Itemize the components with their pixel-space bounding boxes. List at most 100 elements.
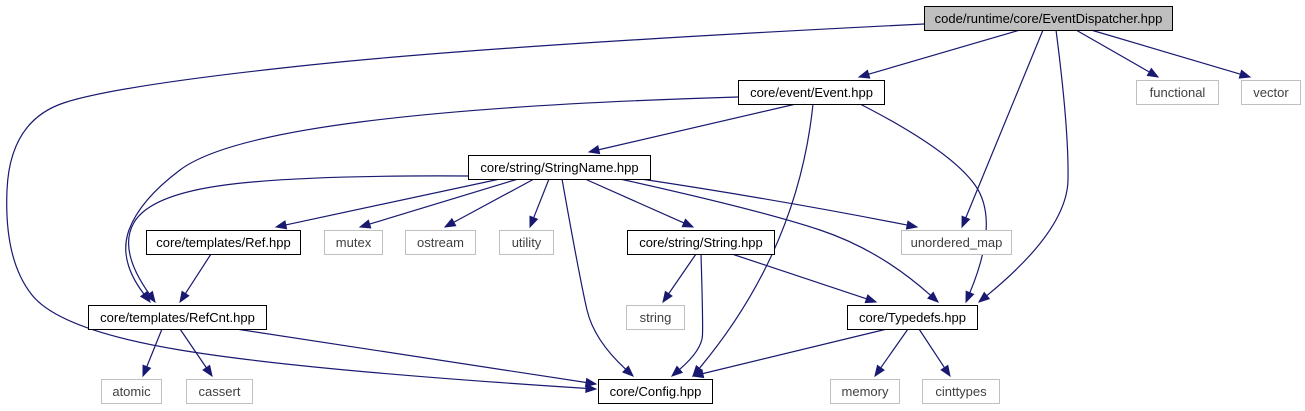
node-refcnt[interactable]: core/templates/RefCnt.hpp bbox=[88, 305, 267, 330]
edge-stringname-to-string bbox=[584, 178, 695, 228]
edge-line bbox=[918, 328, 945, 368]
edge-stringname-to-ostream bbox=[443, 178, 535, 228]
node-box bbox=[738, 80, 885, 105]
node-box bbox=[830, 379, 900, 404]
node-box bbox=[924, 6, 1173, 31]
edge-refcnt-to-cassert bbox=[179, 328, 213, 378]
node-stringname[interactable]: core/string/StringName.hpp bbox=[468, 155, 651, 180]
arrowhead-icon bbox=[443, 217, 457, 228]
nodes-layer: code/runtime/core/EventDispatcher.hpp cor… bbox=[88, 6, 1301, 404]
arrowhead-icon bbox=[145, 290, 156, 304]
edge-line bbox=[619, 178, 931, 296]
edge-stringname-to-mutex bbox=[358, 178, 519, 229]
arrowhead-icon bbox=[358, 219, 372, 229]
node-cinttypes: cinttypes bbox=[922, 379, 1000, 404]
edge-line bbox=[179, 328, 207, 369]
edge-root-to-functional bbox=[1075, 29, 1160, 78]
node-label: core/templates/Ref.hpp bbox=[156, 235, 290, 250]
node-config[interactable]: core/Config.hpp bbox=[598, 379, 713, 404]
arrowhead-icon bbox=[874, 364, 885, 378]
node-label: core/string/String.hpp bbox=[639, 235, 763, 250]
arrowhead-icon bbox=[864, 294, 878, 304]
edge-typedefs-to-memory bbox=[874, 328, 909, 378]
node-box bbox=[901, 230, 1012, 255]
edge-stringname-to-unordered_map bbox=[640, 178, 919, 230]
edge-line bbox=[731, 253, 867, 300]
edge-refcnt-to-config bbox=[235, 328, 598, 388]
edge-line bbox=[453, 178, 535, 223]
node-string[interactable]: core/string/String.hpp bbox=[627, 230, 775, 255]
edge-line bbox=[561, 178, 627, 370]
node-label: ostream bbox=[417, 235, 464, 250]
edge-root-to-event bbox=[857, 29, 1021, 79]
node-label: code/runtime/core/EventDispatcher.hpp bbox=[935, 11, 1163, 26]
node-box bbox=[101, 379, 162, 404]
arrowhead-icon bbox=[662, 290, 673, 304]
arrowhead-icon bbox=[584, 377, 598, 388]
node-box bbox=[922, 379, 1000, 404]
node-mutex: mutex bbox=[324, 230, 383, 255]
edge-stringname-to-ref bbox=[274, 178, 501, 230]
node-label: functional bbox=[1150, 85, 1206, 100]
edge-line bbox=[533, 178, 550, 218]
edge-event-to-refcnt bbox=[125, 96, 739, 304]
node-label: core/Config.hpp bbox=[610, 384, 702, 399]
node-label: cassert bbox=[199, 384, 241, 399]
node-label: core/event/Event.hpp bbox=[750, 85, 873, 100]
edge-line bbox=[184, 253, 212, 294]
edges-layer bbox=[6, 23, 1252, 394]
node-root[interactable]: code/runtime/core/EventDispatcher.hpp bbox=[924, 6, 1173, 31]
node-label: memory bbox=[842, 384, 889, 399]
edge-line bbox=[235, 328, 587, 384]
edge-string-to-typedefs bbox=[731, 253, 878, 304]
arrowhead-icon bbox=[529, 215, 539, 229]
node-memory: memory bbox=[830, 379, 900, 404]
node-functional: functional bbox=[1136, 80, 1219, 105]
arrowhead-icon bbox=[202, 364, 213, 378]
arrowhead-icon bbox=[179, 290, 190, 304]
node-unordered_map: unordered_map bbox=[901, 230, 1012, 255]
node-label: core/string/StringName.hpp bbox=[480, 160, 638, 175]
arrowhead-icon bbox=[585, 383, 598, 394]
edge-refcnt-to-atomic bbox=[142, 328, 163, 378]
edge-typedefs-to-cinttypes bbox=[918, 328, 951, 378]
node-atomic: atomic bbox=[101, 379, 162, 404]
node-label: atomic bbox=[112, 384, 151, 399]
edge-line bbox=[640, 178, 908, 226]
arrowhead-icon bbox=[670, 365, 684, 377]
arrowhead-icon bbox=[274, 220, 288, 230]
edge-line bbox=[6, 23, 925, 389]
edge-line bbox=[698, 103, 814, 369]
node-label: core/templates/RefCnt.hpp bbox=[100, 310, 255, 325]
node-label: utility bbox=[512, 235, 542, 250]
arrowhead-icon bbox=[142, 364, 152, 378]
arrowhead-icon bbox=[622, 365, 634, 377]
edge-line bbox=[868, 29, 1021, 75]
node-box bbox=[146, 230, 301, 255]
edge-line bbox=[965, 29, 1044, 218]
arrowhead-icon bbox=[1146, 67, 1160, 78]
node-typedefs[interactable]: core/Typedefs.hpp bbox=[847, 305, 978, 330]
node-label: string bbox=[640, 310, 672, 325]
node-ref[interactable]: core/templates/Ref.hpp bbox=[146, 230, 301, 255]
node-event[interactable]: core/event/Event.hpp bbox=[738, 80, 885, 105]
edge-root-to-config bbox=[6, 23, 925, 394]
node-box bbox=[468, 155, 651, 180]
edge-line bbox=[584, 178, 685, 224]
arrowhead-icon bbox=[905, 220, 919, 230]
node-box bbox=[324, 230, 383, 255]
node-label: core/Typedefs.hpp bbox=[859, 310, 966, 325]
edge-line bbox=[679, 253, 704, 370]
edge-line bbox=[702, 328, 888, 375]
node-box bbox=[847, 305, 978, 330]
node-label: vector bbox=[1253, 85, 1289, 100]
edge-line bbox=[285, 178, 501, 226]
arrowhead-icon bbox=[857, 69, 871, 79]
edge-line bbox=[1090, 29, 1241, 75]
edge-line bbox=[1075, 29, 1150, 73]
edge-line bbox=[598, 103, 797, 151]
edge-line bbox=[880, 328, 909, 369]
edge-stringname-to-typedefs bbox=[619, 178, 940, 303]
node-box bbox=[88, 305, 267, 330]
node-box bbox=[405, 230, 476, 255]
